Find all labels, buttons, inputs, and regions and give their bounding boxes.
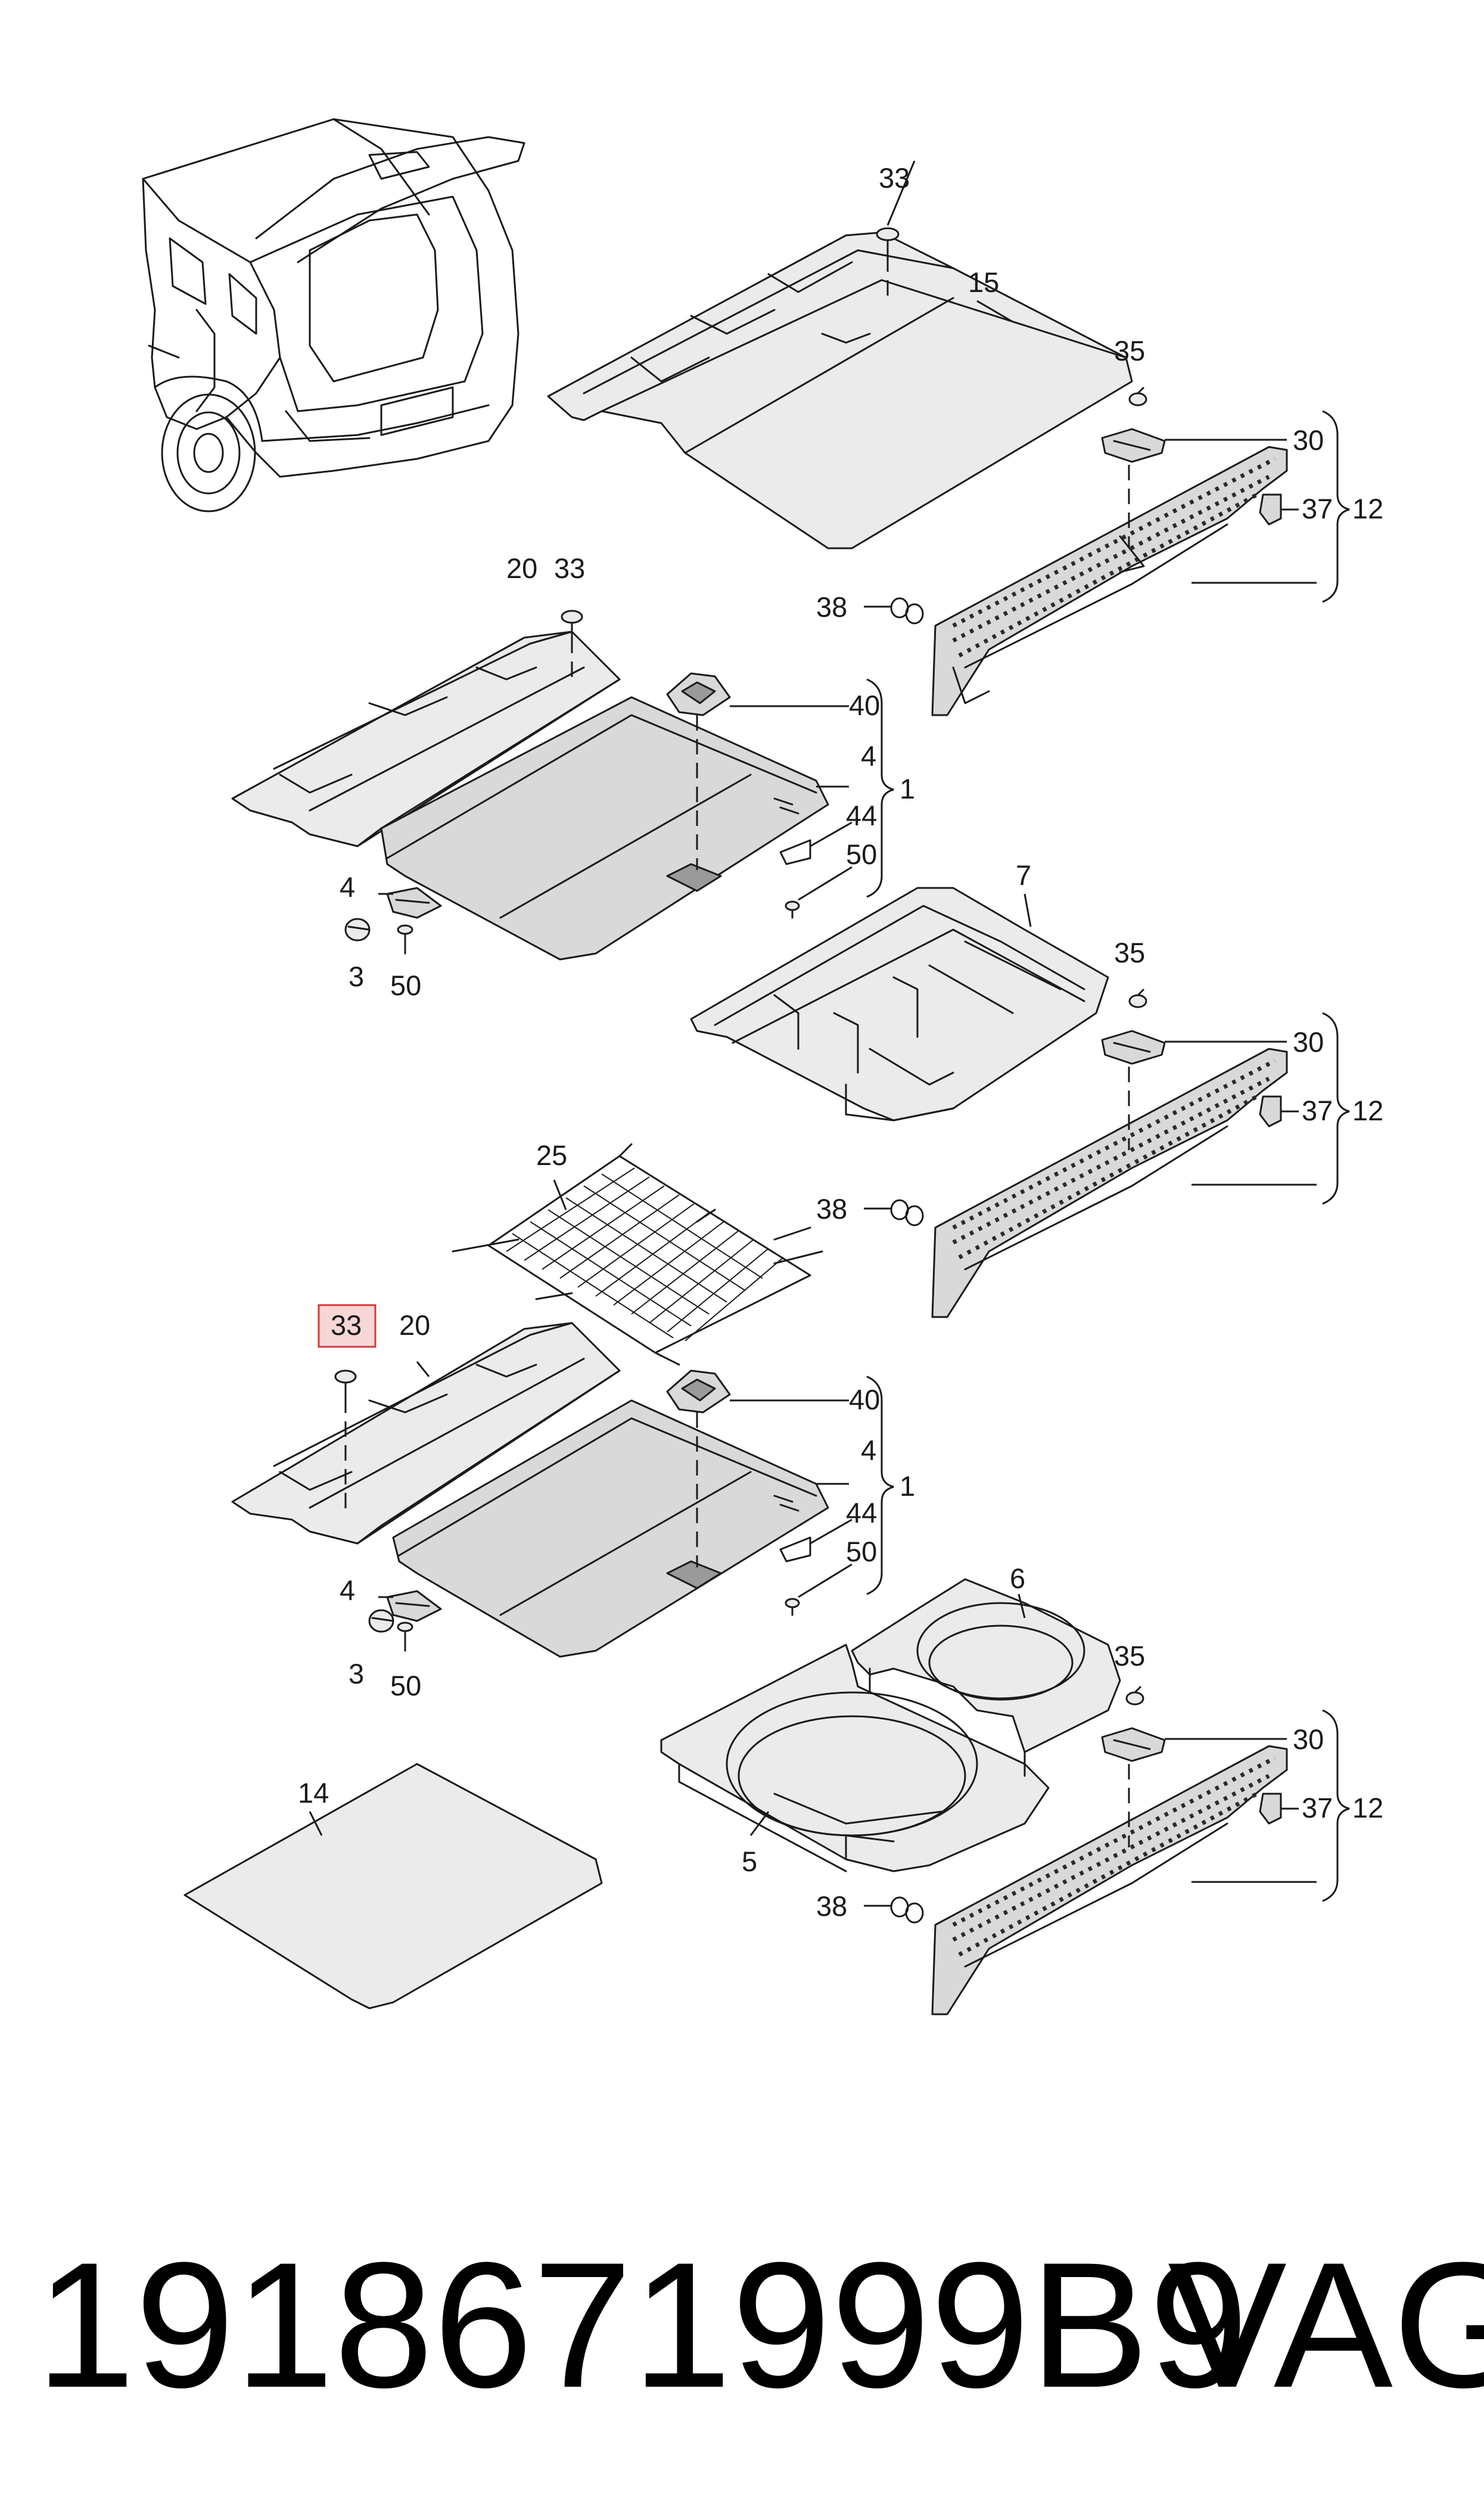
callout-3: 3 <box>349 1658 364 1689</box>
part-37-clip <box>1259 493 1282 526</box>
part-37-clip <box>1259 1793 1282 1825</box>
panel-1 <box>547 160 1350 716</box>
part-12-sill-panel <box>931 446 1288 716</box>
callout-labels: 33 15 35 30 37 12 38 20 33 40 4 1 44 50 … <box>298 162 1383 1922</box>
callout-12: 12 <box>1352 1095 1383 1126</box>
callout-33: 33 <box>879 162 910 194</box>
panel-5 <box>183 1578 1350 2015</box>
callout-20: 20 <box>506 552 537 584</box>
callout-15: 15 <box>968 266 999 298</box>
callout-1: 1 <box>900 1470 915 1502</box>
part-7-storage-tray <box>690 887 1109 1122</box>
part-35-pin <box>1128 994 1147 1008</box>
callout-1: 1 <box>900 773 915 805</box>
screw-33-icon <box>334 1369 357 1399</box>
part-37-clip <box>1259 1095 1282 1128</box>
nut-38-icon <box>890 597 924 625</box>
callout-44: 44 <box>846 800 877 831</box>
part-number: 1918671999B9 <box>36 2225 1248 2425</box>
callout-12: 12 <box>1352 493 1383 524</box>
screw-33-icon <box>561 610 583 639</box>
callout-25: 25 <box>536 1139 567 1171</box>
panel-3 <box>690 887 1350 1318</box>
nut-38-icon <box>890 1896 924 1924</box>
callout-30: 30 <box>1293 1026 1324 1058</box>
part-25-cargo-net <box>452 1143 823 1366</box>
callout-33: 33 <box>554 552 585 584</box>
callout-4: 4 <box>861 740 876 772</box>
part-15-load-floor <box>547 231 1133 549</box>
callout-50: 50 <box>846 1536 877 1567</box>
part-12-sill-panel <box>931 1745 1288 2015</box>
part-35-pin <box>1128 392 1147 406</box>
callout-50: 50 <box>390 970 421 1001</box>
callout-5: 5 <box>742 1846 757 1877</box>
callout-40: 40 <box>849 1384 880 1415</box>
highlight-box <box>318 1304 377 1348</box>
part-4-hinge <box>386 887 442 919</box>
part-35-pin <box>1125 1691 1144 1706</box>
callout-38: 38 <box>816 591 847 623</box>
callout-12: 12 <box>1352 1792 1383 1824</box>
part-6-storage-box <box>851 1578 1121 1753</box>
callout-20: 20 <box>399 1309 430 1341</box>
callout-50: 50 <box>846 838 877 870</box>
callout-4: 4 <box>861 1434 876 1466</box>
screw-33-icon <box>876 227 900 257</box>
callout-37: 37 <box>1302 493 1333 524</box>
callout-30: 30 <box>1293 1723 1324 1755</box>
nut-38-icon <box>890 1199 924 1226</box>
callout-37: 37 <box>1302 1095 1333 1126</box>
brand-name: VAG <box>1168 2225 1484 2425</box>
callout-35: 35 <box>1114 335 1145 366</box>
callout-50: 50 <box>390 1670 421 1701</box>
callout-7: 7 <box>1016 859 1031 891</box>
callout-37: 37 <box>1302 1792 1333 1824</box>
clip-3-icon <box>344 918 371 942</box>
part-20-floor-panel <box>231 1322 621 1545</box>
callout-30: 30 <box>1293 424 1324 456</box>
clip-3-icon <box>368 1609 394 1633</box>
panel-4 <box>231 1143 894 1658</box>
callout-38: 38 <box>816 1890 847 1922</box>
callout-4: 4 <box>340 871 355 903</box>
callout-6: 6 <box>1010 1563 1025 1594</box>
part-4-hinge <box>386 1590 442 1622</box>
part-12-sill-panel <box>931 1048 1288 1318</box>
callout-4: 4 <box>340 1574 355 1606</box>
callout-33-highlighted: 33 <box>331 1309 362 1341</box>
callout-38: 38 <box>816 1193 847 1225</box>
callout-40: 40 <box>849 689 880 721</box>
callout-3: 3 <box>349 961 364 992</box>
callout-35: 35 <box>1114 937 1145 968</box>
callout-35: 35 <box>1114 1640 1145 1672</box>
callout-14: 14 <box>298 1777 329 1809</box>
callout-44: 44 <box>846 1497 877 1529</box>
part-14-floor-mat <box>183 1763 603 2009</box>
panel-2 <box>231 610 894 961</box>
car-illustration <box>142 118 525 513</box>
